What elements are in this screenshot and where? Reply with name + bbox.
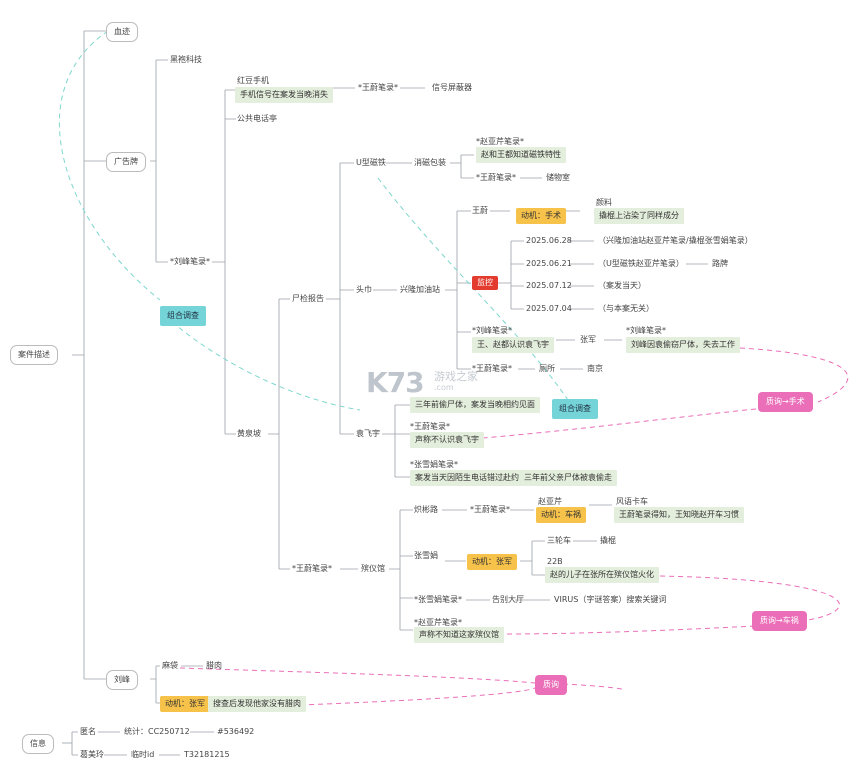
node-u-magnet[interactable]: U型磁铁: [356, 158, 386, 167]
note-0704: （与本案无关）: [598, 304, 654, 313]
node-crowbar[interactable]: 撬棍: [600, 536, 616, 545]
date-0621[interactable]: 2025.06.21: [526, 259, 572, 268]
note-liu-know-yuan: 王、赵都认识袁飞宇: [472, 337, 554, 353]
node-22b[interactable]: 22B: [547, 557, 563, 566]
node-wangwei[interactable]: 王蔚: [472, 206, 488, 215]
node-towel[interactable]: 头巾: [356, 285, 372, 294]
note-zhangxj-father: 三年前父亲尸体被袁偷走: [519, 470, 617, 486]
tag-motive-zhangjun-2[interactable]: 动机：张军: [160, 696, 210, 712]
node-wang-record-4[interactable]: *王蔚笔录*: [410, 422, 450, 431]
combo-investigation-2[interactable]: 组合调查: [552, 399, 598, 419]
note-liu-lost-job: 刘峰因袁偷窃尸体，失去工作: [626, 337, 740, 353]
node-xinglong-gas[interactable]: 兴隆加油站: [400, 285, 440, 294]
node-pigment[interactable]: 颜料: [596, 198, 612, 207]
node-huangquan[interactable]: 黄泉坡: [237, 429, 261, 438]
node-wang-record-3[interactable]: *王蔚笔录*: [472, 364, 512, 373]
tag-motive-crash[interactable]: 动机：车祸: [536, 507, 586, 523]
info-temp-code[interactable]: T32181215: [184, 750, 230, 759]
node-zhao-record-2[interactable]: *赵亚芹笔录*: [414, 618, 462, 627]
node-wang-record-2[interactable]: *王蔚笔录*: [476, 173, 516, 182]
note-phone-signal: 手机信号在案发当晚消失: [235, 87, 333, 103]
node-road-sign[interactable]: 路牌: [712, 259, 728, 268]
node-yuanfeiyu[interactable]: 袁飞宇: [356, 429, 380, 438]
note-zhao-deny: 声称不知道这家殡仪馆: [414, 627, 504, 643]
note-no-bacon: 搜查后发现他家没有腊肉: [208, 696, 306, 712]
note-wang-deny: 声称不认识袁飞宇: [410, 432, 484, 448]
node-binxiu-road[interactable]: 炽彬路: [414, 505, 438, 514]
date-0712[interactable]: 2025.07.12: [526, 281, 572, 290]
node-toilet[interactable]: 厕所: [539, 364, 555, 373]
question-crash[interactable]: 质询→车祸: [752, 611, 807, 631]
node-bacon[interactable]: 腊肉: [206, 661, 222, 670]
node-wang-record-1[interactable]: *王蔚笔录*: [358, 83, 398, 92]
note-yuan-steal: 三年前偷尸体，案发当晚相约见面: [410, 397, 540, 413]
note-0621: （U型磁铁赵亚芹笔录）: [598, 259, 684, 268]
note-son-cremation: 赵的儿子在张所在殡仪馆火化: [545, 567, 659, 583]
node-funeral[interactable]: 殡仪馆: [361, 564, 385, 573]
note-0628: （兴隆加油站赵亚芹笔录/撬棍张雪娟笔录）: [598, 236, 753, 245]
node-red-bean-phone[interactable]: 红豆手机: [237, 76, 269, 85]
node-black-tech[interactable]: 黑袍科技: [170, 55, 202, 64]
node-zhaoyaqin[interactable]: 赵亚芹: [538, 497, 562, 506]
node-sack[interactable]: 麻袋: [162, 661, 178, 670]
info-ge-meiling[interactable]: 葛美玲: [80, 750, 104, 759]
branch-liufeng[interactable]: 刘峰: [106, 670, 138, 690]
node-liu-record-2[interactable]: *刘峰笔录*: [472, 326, 512, 335]
tag-motive-surgery[interactable]: 动机：手术: [516, 208, 566, 224]
node-wind-truck[interactable]: 风语卡车: [616, 497, 648, 506]
branch-blood[interactable]: 血迹: [106, 22, 138, 42]
watermark-logo: K73 游戏之家 .com: [366, 366, 478, 399]
tag-motive-zhangjun[interactable]: 动机：张军: [467, 554, 517, 570]
branch-info[interactable]: 信息: [22, 734, 54, 754]
note-0712: （案发当天）: [598, 281, 646, 290]
date-0628[interactable]: 2025.06.28: [526, 236, 572, 245]
question-surgery[interactable]: 质询→手术: [758, 392, 813, 412]
node-liu-record-3[interactable]: *刘峰笔录*: [626, 326, 666, 335]
date-0704[interactable]: 2025.07.04: [526, 304, 572, 313]
combo-investigation-1[interactable]: 组合调查: [160, 306, 206, 326]
branch-billboard[interactable]: 广告牌: [106, 152, 146, 172]
node-wang-record-5[interactable]: *王蔚笔录*: [292, 564, 332, 573]
node-virus-keyword[interactable]: VIRUS（字谜答案）搜索关键词: [554, 595, 667, 604]
note-zhangxj-missed: 案发当天因陌生电话错过赴约: [410, 470, 524, 486]
node-liu-record[interactable]: *刘峰笔录*: [170, 257, 210, 266]
node-storage[interactable]: 储物室: [546, 173, 570, 182]
node-tricycle[interactable]: 三轮车: [547, 536, 571, 545]
node-zhao-record[interactable]: *赵亚芹笔录*: [476, 137, 524, 146]
note-zhao-magnet: 赵和王都知道磁铁特性: [476, 147, 566, 163]
note-wind-truck: 王蔚笔录得知，王知晓赵开车习惯: [614, 507, 744, 523]
info-temp-id[interactable]: 临时id: [131, 750, 155, 759]
node-zhangxj-record[interactable]: *张雪娟笔录*: [410, 460, 458, 469]
node-south-capital[interactable]: 南京: [587, 364, 603, 373]
info-stats-code[interactable]: #536492: [217, 727, 255, 736]
node-zhangxj-record-2[interactable]: *张雪娟笔录*: [414, 595, 462, 604]
node-demag[interactable]: 消磁包装: [414, 158, 446, 167]
node-wang-record-6[interactable]: *王蔚笔录*: [470, 505, 510, 514]
question-node[interactable]: 质询: [535, 675, 567, 695]
node-public-phone[interactable]: 公共电话亭: [237, 114, 277, 123]
node-zhangxuejuan[interactable]: 张雪娟: [414, 551, 438, 560]
tag-monitor[interactable]: 监控: [472, 276, 498, 290]
node-farewell-hall[interactable]: 告别大厅: [492, 595, 524, 604]
node-autopsy[interactable]: 尸检报告: [292, 294, 324, 303]
node-zhangjun[interactable]: 张军: [580, 335, 596, 344]
info-stats[interactable]: 统计：CC250712: [124, 727, 190, 736]
note-pigment: 撬棍上沾染了同样成分: [594, 208, 684, 224]
root-node[interactable]: 案件描述: [10, 345, 58, 365]
info-anon[interactable]: 匿名: [80, 727, 96, 736]
node-signal-blocker[interactable]: 信号屏蔽器: [432, 83, 472, 92]
